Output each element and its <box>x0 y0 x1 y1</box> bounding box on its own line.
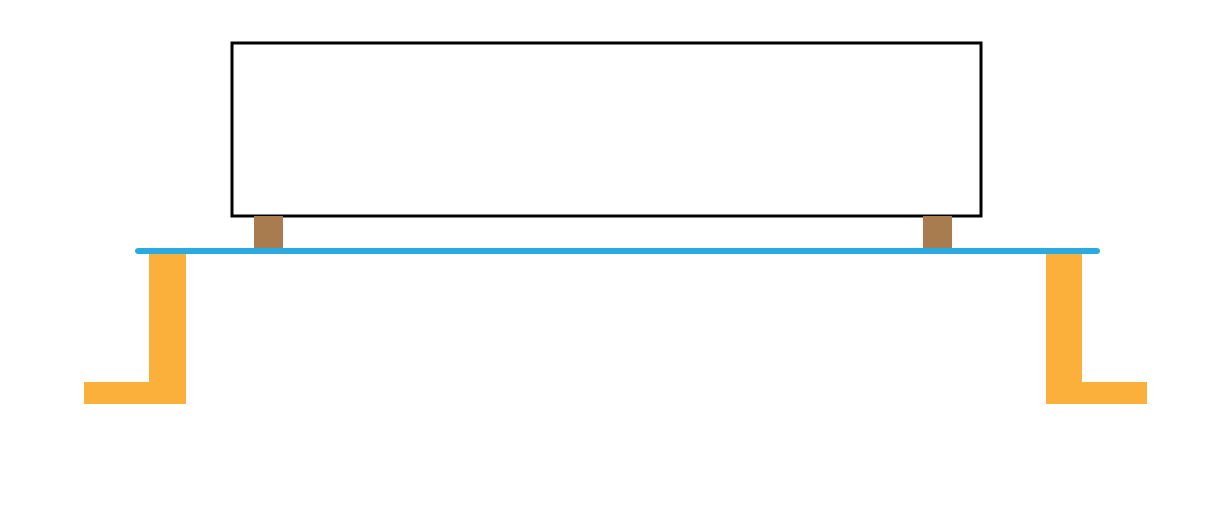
support-right <box>1046 252 1147 404</box>
box <box>230 41 983 218</box>
spacer-right <box>923 216 952 250</box>
support-left <box>84 252 186 404</box>
spacer-left <box>254 216 283 250</box>
